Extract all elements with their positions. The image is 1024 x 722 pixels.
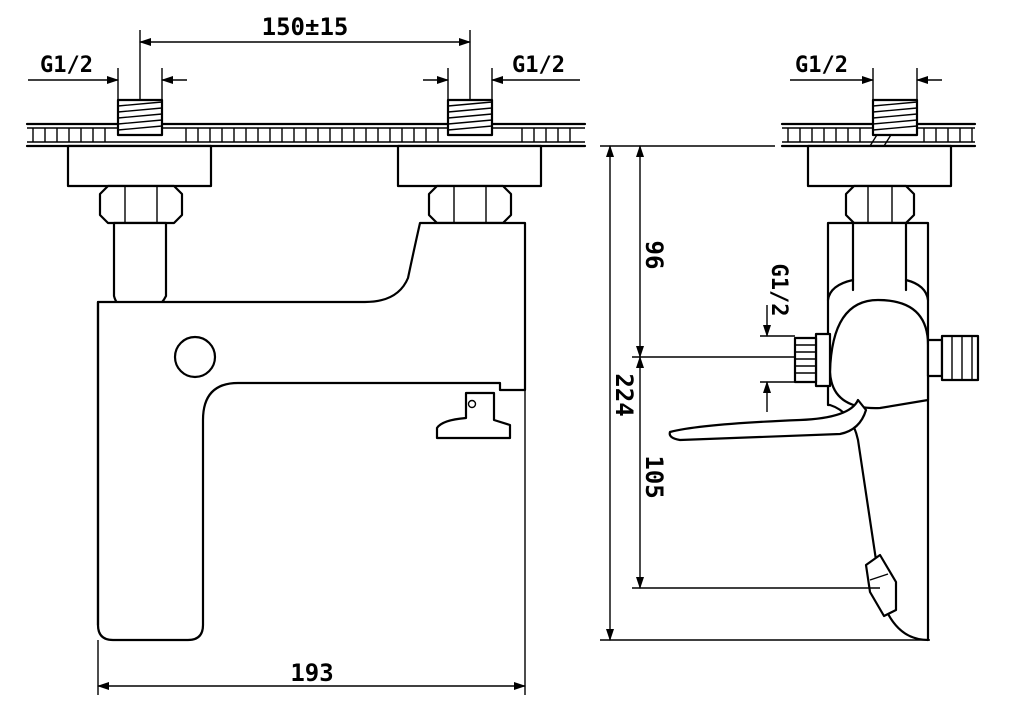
lower-height-label: 105: [640, 455, 668, 498]
overall-width-label: 193: [290, 659, 333, 687]
front-view: [25, 98, 587, 642]
side-view: [668, 98, 980, 642]
left-thread-label: G1/2: [40, 53, 93, 78]
front-deck: [25, 122, 587, 148]
upper-height-label: 96: [640, 241, 668, 270]
right-thread: [446, 98, 494, 137]
left-inlet-pipe: [112, 221, 168, 314]
side-handle-head: [828, 298, 930, 410]
left-thread: [116, 98, 164, 137]
front-dimensions: 150±15 G1/2 G1/2 193: [28, 13, 580, 695]
side-outlet-thread-label: G1/2: [766, 264, 791, 317]
side-thread: [871, 98, 919, 137]
right-hex-nut: [427, 184, 513, 225]
right-thread-label: G1/2: [512, 53, 565, 78]
side-dimensions: 224 96 105 G1/2 G1/2: [600, 53, 942, 641]
side-thread-label: G1/2: [795, 53, 848, 78]
left-flange: [66, 144, 213, 188]
left-hex-nut: [98, 184, 184, 225]
side-hex-nut: [844, 184, 916, 225]
side-lever: [668, 398, 868, 442]
diverter-knob: [173, 335, 217, 379]
side-right-outlet: [926, 334, 980, 382]
side-flange: [806, 144, 953, 188]
side-left-outlet: [793, 332, 832, 388]
overall-height-label: 224: [610, 373, 638, 416]
faucet-body: [96, 221, 527, 642]
side-spout-tip: [864, 553, 898, 618]
diverter-lever: [435, 391, 512, 440]
right-flange: [396, 144, 543, 188]
center-distance-label: 150±15: [262, 13, 349, 41]
